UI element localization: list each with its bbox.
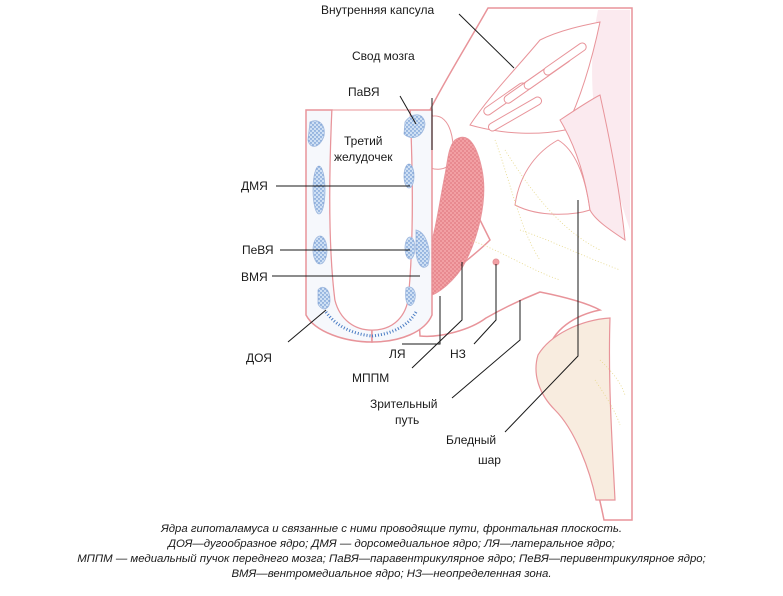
pale-pink-region [592, 10, 630, 230]
hypothalamus-diagram: Внутренняя капсула Свод мозга ПаВЯ Трети… [241, 3, 633, 521]
label-lateral: ЛЯ [389, 347, 406, 361]
caption-line-2: ДОЯ—дугообразное ядро; ДМЯ — дорсомедиал… [168, 538, 615, 550]
dotted-fibers [469, 139, 626, 426]
arcuate-left [317, 286, 331, 310]
label-third-ventricle-2: желудочек [334, 150, 393, 164]
brain-section [416, 7, 633, 521]
label-pvn-top: ПаВЯ [348, 85, 380, 99]
label-dmn: ДМЯ [241, 179, 268, 193]
label-optic-tract-2: путь [395, 413, 419, 427]
label-globus-pallidus-2: шар [478, 453, 501, 467]
capsule-striations [483, 42, 587, 132]
dmn-left [312, 165, 326, 215]
third-ventricle [305, 109, 433, 343]
labels: Внутренняя капсула Свод мозга ПаВЯ Трети… [241, 3, 501, 467]
caption-line-1: Ядра гипоталамуса и связанные с ними про… [160, 523, 623, 535]
label-mfb: МППМ [352, 371, 389, 385]
putamen-shape [559, 94, 626, 242]
label-globus-pallidus-1: Бледный [446, 433, 496, 447]
caption-line-4: ВМЯ—вентромедиальное ядро; НЗ—неопределе… [231, 568, 552, 580]
label-third-ventricle-1: Третий [344, 134, 383, 148]
arcuate-right [405, 286, 416, 306]
optic-tract-beige [535, 317, 616, 501]
leader-lines [272, 13, 579, 433]
basal-arc-left [324, 311, 373, 338]
pvn-right [403, 114, 426, 138]
label-arcuate: ДОЯ [246, 351, 272, 365]
label-zona-incerta: НЗ [450, 347, 466, 361]
basal-arc-right [371, 311, 418, 338]
label-fornix: Свод мозга [352, 49, 415, 63]
label-optic-tract-1: Зрительный [370, 397, 437, 411]
vmn-right [404, 236, 416, 260]
pvn-left [307, 120, 325, 147]
figure-caption: Ядра гипоталамуса и связанные с ними про… [0, 522, 783, 582]
caption-line-3: МППМ — медиальный пучок переднего мозга;… [77, 553, 706, 565]
globus-pallidus-shape [514, 139, 591, 215]
label-vmn: ВМЯ [241, 270, 268, 284]
ventricle-cavity [329, 109, 413, 331]
dmn-right [403, 163, 415, 189]
label-internal-capsule: Внутренняя капсула [321, 3, 434, 17]
label-periventricular: ПеВЯ [242, 243, 274, 257]
periventricular-right [415, 229, 430, 268]
